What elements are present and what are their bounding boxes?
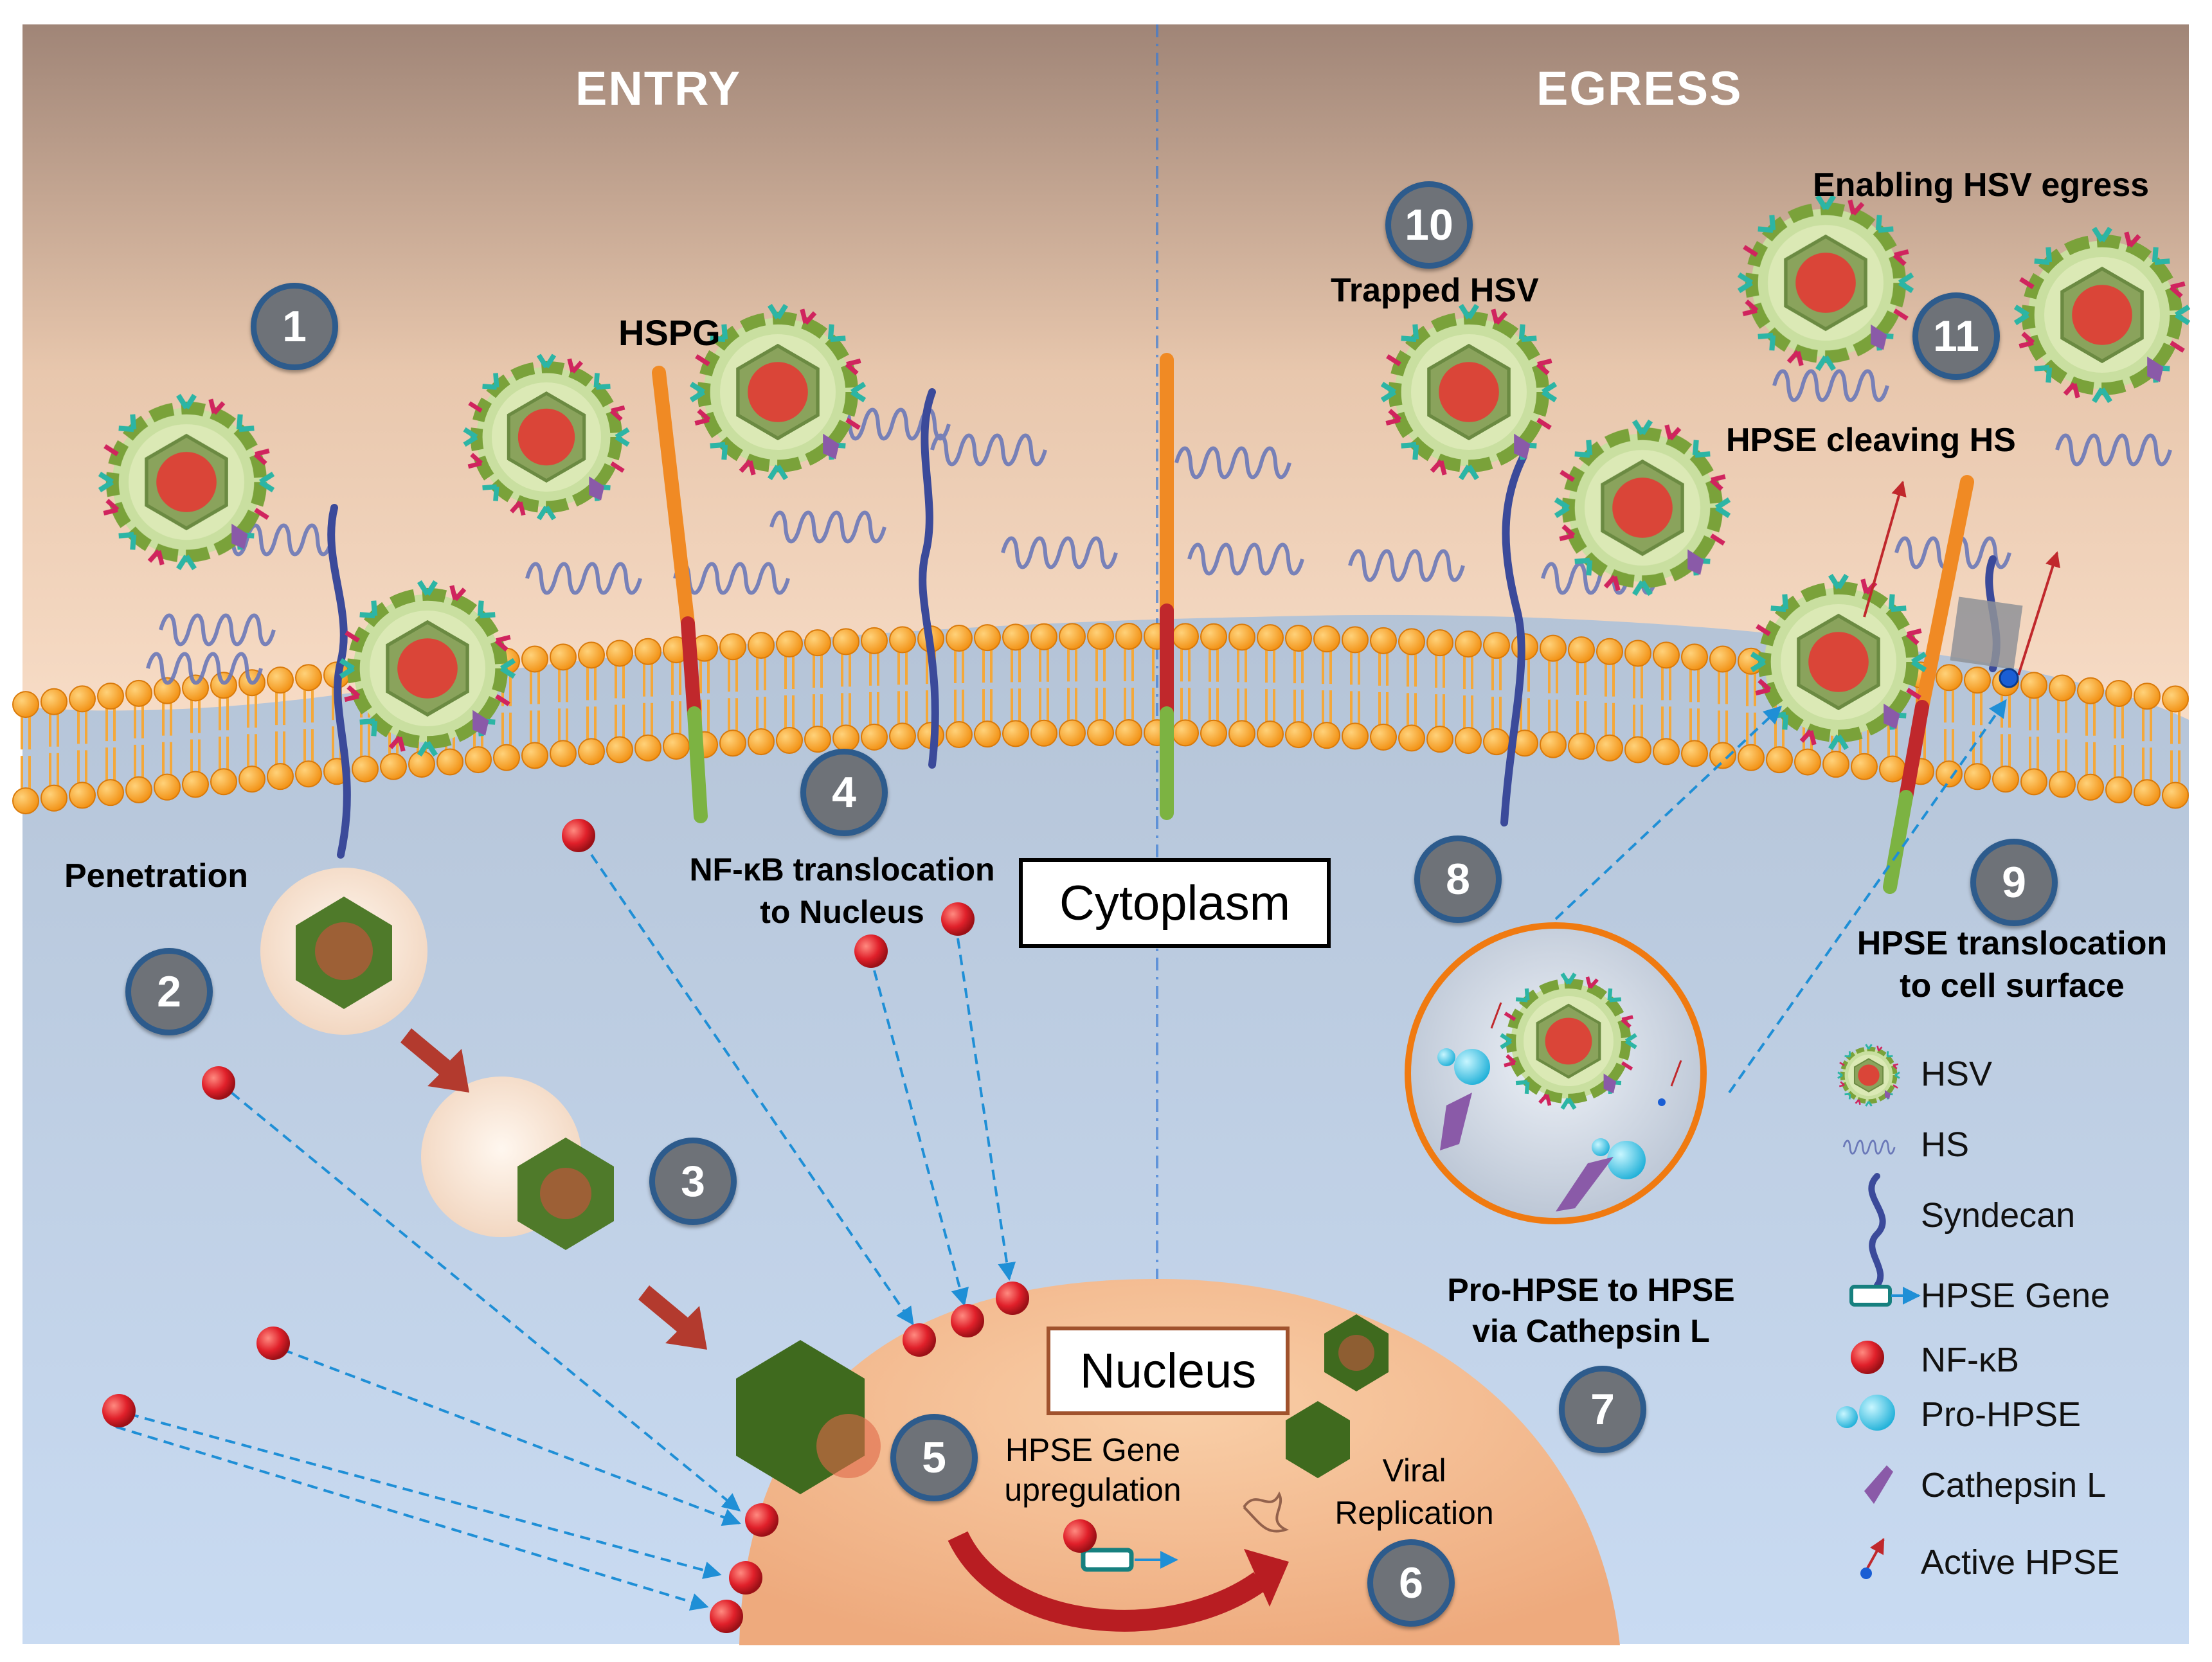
nfkb-translocation-line2: to Nucleus — [760, 894, 924, 930]
step-4-badge: 4 — [800, 749, 888, 836]
viral-replication-label: Viral Replication — [1311, 1449, 1517, 1534]
nfkb-translocation-line1: NF-κB translocation — [689, 852, 995, 888]
legend-pro-hpse: Pro-HPSE — [1921, 1395, 2082, 1434]
nfkb-translocation-label: NF-κB translocation to Nucleus — [662, 848, 1022, 933]
hpse-translocation-line2: to cell surface — [1900, 967, 2125, 1005]
penetration-label: Penetration — [64, 857, 249, 895]
viral-replication-line1: Viral — [1382, 1452, 1446, 1488]
hpse-translocation-label: HPSE translocation to cell surface — [1832, 922, 2192, 1007]
legend-active-hpse: Active HPSE — [1921, 1543, 2120, 1582]
hpse-gene-line1: HPSE Gene — [1005, 1432, 1181, 1468]
step-6-badge: 6 — [1367, 1539, 1455, 1627]
legend-icons — [1836, 1044, 1921, 1579]
hspg-label: HSPG — [618, 312, 721, 353]
trapped-hsv-label: Trapped HSV — [1331, 272, 1539, 309]
pro-hpse-line2: via Cathepsin L — [1472, 1313, 1710, 1349]
pro-hpse-line1: Pro-HPSE to HPSE — [1447, 1272, 1735, 1308]
legend-hpse-gene: HPSE Gene — [1921, 1276, 2110, 1315]
legend-nfkb: NF-κB — [1921, 1341, 2019, 1379]
step-2-badge: 2 — [125, 948, 213, 1035]
legend-hs: HS — [1921, 1125, 1970, 1164]
step-11-badge: 11 — [1912, 292, 2000, 380]
step-8-badge: 8 — [1414, 835, 1502, 923]
hpse-gene-line2: upregulation — [1004, 1472, 1182, 1508]
legend-cathepsin-l: Cathepsin L — [1921, 1466, 2107, 1505]
step-1-badge: 1 — [251, 283, 338, 370]
step-9-badge: 9 — [1970, 839, 2058, 926]
viral-replication-line2: Replication — [1335, 1495, 1494, 1531]
hpse-gene-upregulation-label: HPSE Gene upregulation — [980, 1430, 1205, 1510]
egress-header: EGRESS — [1536, 62, 1743, 115]
enabling-egress-label: Enabling HSV egress — [1813, 166, 2150, 204]
step-7-badge: 7 — [1559, 1366, 1646, 1453]
hpse-cleaving-hs-label: HPSE cleaving HS — [1726, 422, 2016, 459]
step-10-badge: 10 — [1385, 181, 1473, 269]
pro-hpse-conversion-label: Pro-HPSE to HPSE via Cathepsin L — [1411, 1269, 1771, 1352]
hpse-translocation-line1: HPSE translocation — [1857, 925, 2168, 962]
step-5-badge: 5 — [890, 1414, 978, 1501]
nucleus-label: Nucleus — [1047, 1327, 1290, 1415]
step-3-badge: 3 — [649, 1138, 737, 1225]
entry-header: ENTRY — [575, 62, 742, 115]
legend-hsv: HSV — [1921, 1055, 1993, 1093]
legend-syndecan: Syndecan — [1921, 1196, 2076, 1235]
cytoplasm-label: Cytoplasm — [1019, 858, 1331, 948]
